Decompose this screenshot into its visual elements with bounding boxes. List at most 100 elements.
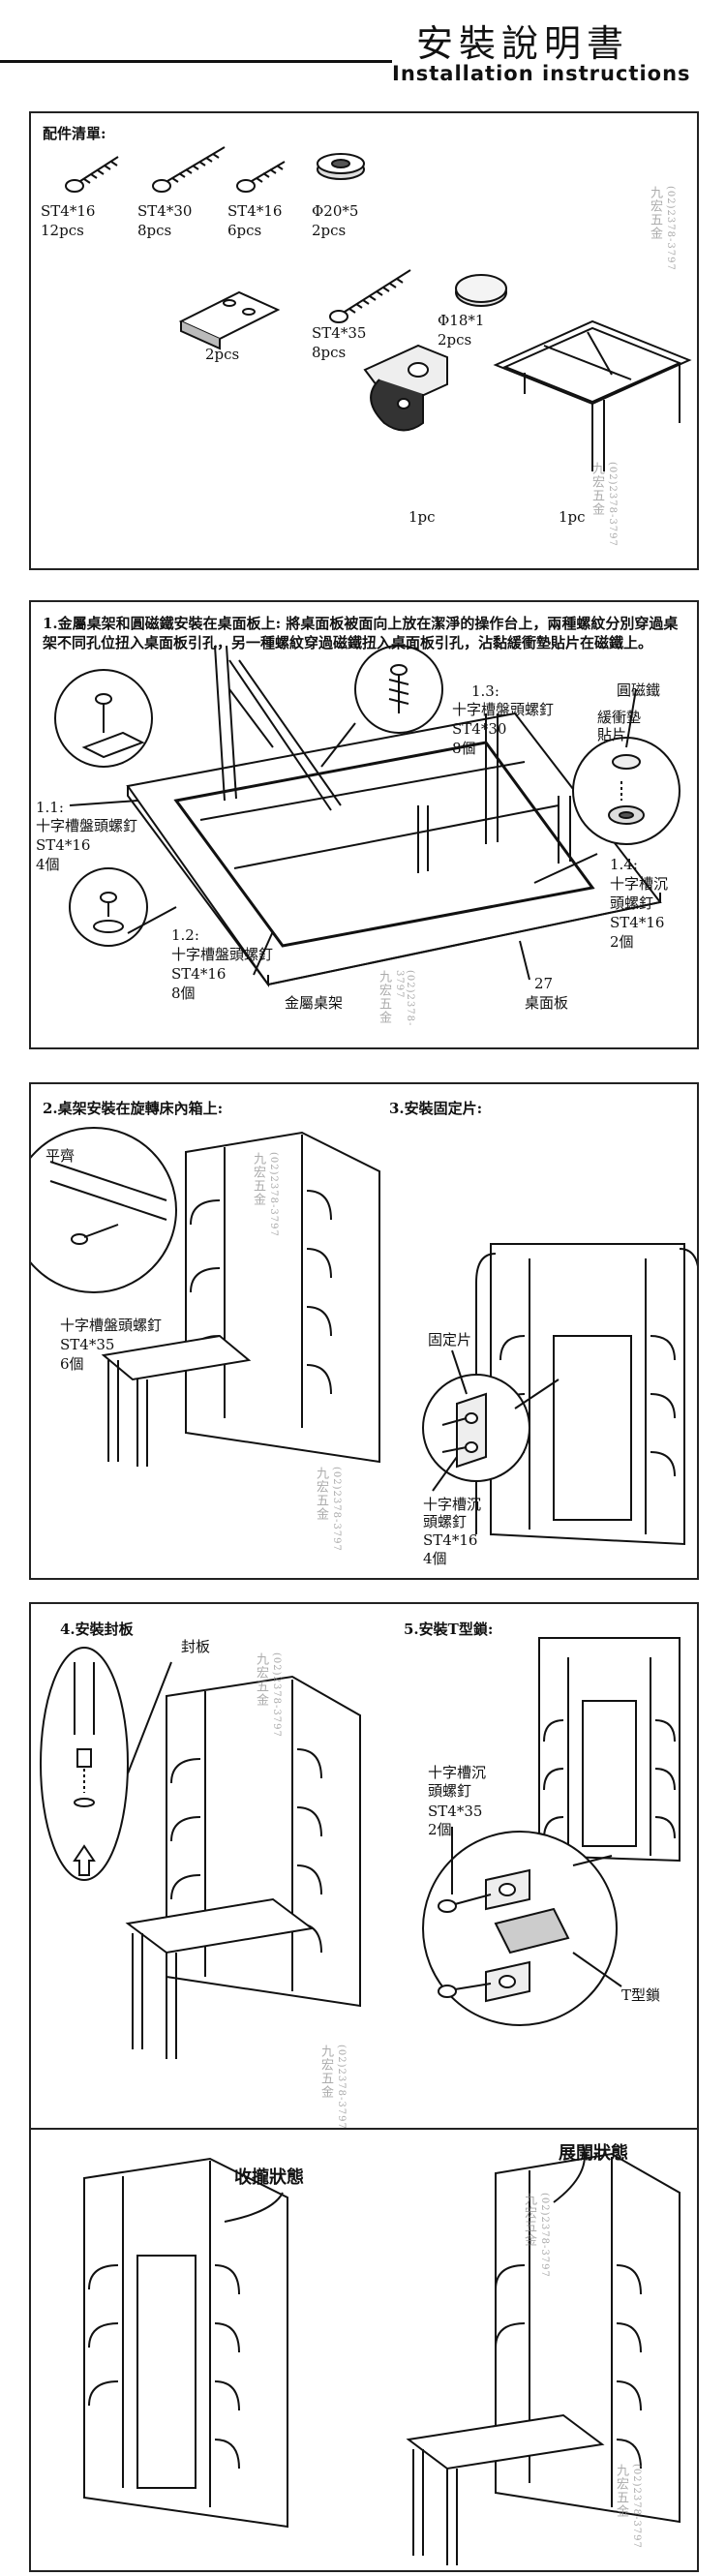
watermark-phone: (02)2378-3797: [631, 2464, 642, 2549]
part-code: ST4*30: [137, 202, 193, 220]
t-lock-label: T型鎖: [621, 1986, 661, 2004]
watermark-brand: 九宏五金: [590, 462, 604, 516]
step1-3-name: 十字槽盤頭螺釘: [452, 701, 555, 718]
step3-screw-name1: 十字槽沉: [423, 1496, 482, 1513]
screw-st4-35-icon: [329, 269, 411, 323]
part-qty: 8pcs: [137, 222, 172, 239]
magnet-ring-icon: [317, 153, 365, 180]
states-panel: 收攏狀態 展開狀態 九宏五金 (02)2378-3797 九宏五金 (02)23…: [29, 2128, 699, 2572]
watermark-brand: 九宏五金: [254, 1652, 268, 1707]
part-code: ST4*35: [312, 324, 367, 342]
watermark-brand: 九宏五金: [648, 186, 662, 240]
part-code: ST4*16: [41, 202, 96, 220]
step5-title: 5.安裝T型鎖:: [404, 1621, 494, 1638]
watermark-brand: 九宏五金: [318, 2045, 333, 2099]
step4-5-panel: 4.安裝封板 封板 5.安裝T型鎖: 十字槽沉 頭螺釘 ST4*35 2個 T型…: [29, 1602, 699, 2158]
step3-screw-qty: 4個: [423, 1550, 447, 1567]
pad-label: 緩衝墊: [597, 709, 642, 726]
step5-screw-name1: 十字槽沉: [428, 1764, 487, 1781]
step1-instructions: 1.金屬桌架和圓磁鐵安裝在桌面板上: 將桌面板被面向上放在潔淨的操作台上，兩種螺…: [43, 615, 679, 652]
part-qty: 1pc: [408, 508, 436, 526]
part-qty: 2pcs: [205, 346, 240, 363]
header-rule: [0, 60, 392, 63]
step3-screw-code: ST4*16: [423, 1531, 478, 1549]
watermark-phone: (02)2378-3797: [336, 2045, 347, 2130]
step4-title: 4.安裝封板: [60, 1621, 134, 1638]
parts-illustrations: [65, 146, 692, 471]
step2-screw-qty: 6個: [60, 1355, 84, 1373]
part-number-label: 27: [534, 975, 554, 992]
step1-1-num: 1.1:: [36, 799, 64, 816]
step1-2-qty: 8個: [171, 985, 196, 1002]
page-title: 安裝說明書: [416, 22, 630, 65]
part-qty: 6pcs: [227, 222, 262, 239]
part-code: Φ20*5: [312, 202, 359, 220]
step3-title: 3.安裝固定片:: [389, 1100, 483, 1117]
step1-3-num: 1.3:: [471, 682, 499, 700]
step1-3-code: ST4*30: [452, 720, 507, 738]
watermark-phone: (02)2378-3797: [271, 1652, 282, 1738]
step1-panel: 1.金屬桌架和圓磁鐵安裝在桌面板上: 將桌面板被面向上放在潔淨的操作台上，兩種螺…: [29, 600, 699, 1049]
part-qty: 2pcs: [312, 222, 347, 239]
part-code: Φ18*1: [438, 312, 485, 329]
screw-st4-16-icon: [65, 156, 119, 193]
felt-pad-icon: [455, 274, 507, 307]
board-label: 桌面板: [525, 994, 569, 1012]
pad-label: 貼片: [597, 726, 627, 743]
step1-4-name1: 十字槽沉: [610, 875, 669, 893]
step1-1-code: ST4*16: [36, 836, 91, 854]
flush-label: 平齊: [45, 1147, 76, 1165]
part-qty: 12pcs: [41, 222, 84, 239]
step1-4-name2: 頭螺釘: [610, 894, 654, 912]
watermark-phone: (02)2378-3797: [394, 970, 415, 1027]
part-code: ST4*16: [227, 202, 283, 220]
countersunk-screw-st4-16-icon: [236, 161, 286, 193]
watermark-brand: 九宏五金: [614, 2464, 628, 2518]
step1-1-qty: 4個: [36, 856, 60, 873]
step1-2-num: 1.2:: [171, 926, 199, 944]
step1-3-qty: 8個: [452, 740, 476, 757]
watermark-phone: (02)2378-3797: [539, 2193, 550, 2278]
plate-label: 固定片: [428, 1331, 472, 1349]
step1-4-qty: 2個: [610, 933, 634, 951]
watermark-phone: (02)2378-3797: [331, 1467, 342, 1552]
open-state-label: 展開狀態: [559, 2143, 628, 2164]
screw-st4-30-icon: [152, 146, 226, 193]
parts-heading: 配件清單:: [43, 125, 106, 142]
watermark-brand: 九宏五金: [251, 1152, 265, 1206]
part-qty: 2pcs: [438, 331, 472, 349]
step5-screw-qty: 2個: [428, 1821, 452, 1838]
seal-board-label: 封板: [181, 1638, 211, 1655]
step5-screw-name2: 頭螺釘: [428, 1782, 472, 1800]
step4-5-diagram: [40, 1637, 681, 2059]
step1-4-code: ST4*16: [610, 914, 665, 931]
states-diagram: [83, 2143, 681, 2565]
parts-list-panel: 配件清單: ST4*16 12pcs ST4*30 8pcs ST4*16 6p…: [29, 111, 699, 570]
part-qty: 1pc: [559, 508, 586, 526]
step5-screw-code: ST4*35: [428, 1803, 483, 1820]
step2-screw-name: 十字槽盤頭螺釘: [60, 1317, 163, 1334]
page-subtitle: Installation instructions: [392, 62, 691, 85]
step1-4-num: 1.4:: [610, 856, 638, 873]
step3-screw-name2: 頭螺釘: [423, 1513, 468, 1530]
t-lock-icon: [363, 344, 448, 432]
watermark-phone: (02)2378-3797: [607, 462, 618, 547]
closed-state-label: 收攏狀態: [234, 2167, 304, 2188]
step2-screw-code: ST4*35: [60, 1336, 115, 1353]
watermark-phone: (02)2378-3797: [268, 1152, 279, 1237]
frame-label: 金屬桌架: [285, 994, 344, 1012]
watermark-phone: (02)2378-3797: [665, 186, 676, 271]
watermark-brand: 九宏五金: [522, 2193, 536, 2247]
step2-3-panel: 2.桌架安裝在旋轉床內箱上: 平齊 十字槽盤頭螺釘 ST4*35 6個 3.安裝…: [29, 1082, 699, 1580]
watermark-brand: 九宏五金: [314, 1467, 328, 1521]
step1-2-name: 十字槽盤頭螺釘: [171, 946, 274, 963]
magnet-label: 圓磁鐵: [617, 682, 661, 699]
part-qty: 8pcs: [312, 344, 347, 361]
step1-1-name: 十字槽盤頭螺釘: [36, 817, 138, 834]
step1-diagram: [54, 645, 681, 988]
bracket-plate-icon: [178, 290, 281, 350]
step2-title: 2.桌架安裝在旋轉床內箱上:: [43, 1100, 224, 1117]
table-frame-icon: [493, 319, 692, 471]
step2-3-diagram: [31, 1127, 697, 1546]
watermark-brand: 九宏五金: [377, 970, 391, 1024]
